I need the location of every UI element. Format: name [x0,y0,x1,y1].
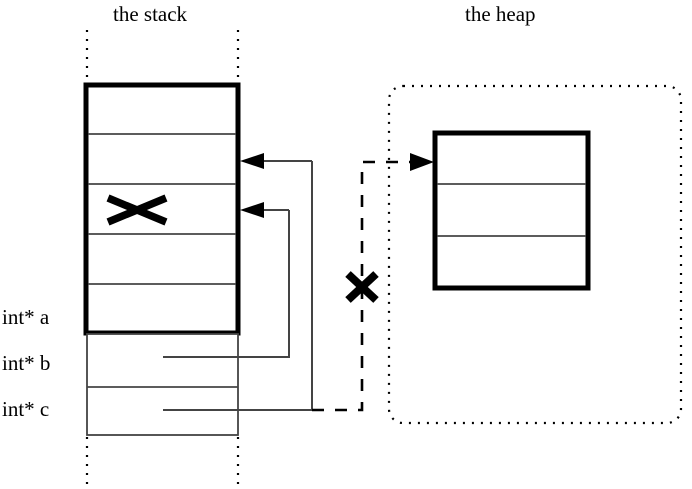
stack-frame-box [83,82,241,336]
dangling-heap-link-dashed [312,153,434,412]
pointer-b-link [163,202,290,358]
pointer-label-a: int* a [2,305,50,329]
stack-pointer-cells-box [86,333,239,436]
pointer-label-c: int* c [2,397,50,421]
heap-title: the heap [465,2,536,26]
pointer-label-b: int* b [2,351,51,375]
stack-title: the stack [113,2,188,26]
heap-block-box [432,130,591,291]
overwrite-strike-x-icon [106,194,168,226]
heap-arrowhead [410,153,434,171]
invalidated-link-x-icon [345,271,379,303]
heap-region-boundary [387,84,683,425]
